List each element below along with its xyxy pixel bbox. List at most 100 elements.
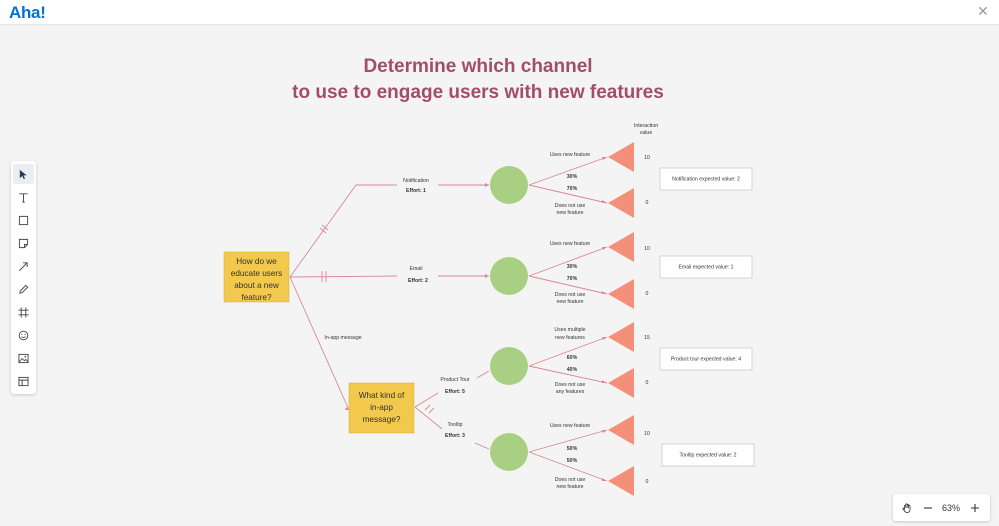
- product-tour-down-label-1: Does not use: [555, 382, 586, 388]
- product-tour-effort: Effort: 5: [445, 389, 465, 395]
- expected-boxes: [659, 167, 755, 467]
- title-line-2: to use to engage users with new features: [292, 82, 664, 103]
- close-icon[interactable]: ✕: [977, 3, 989, 19]
- smiley-icon: [18, 330, 29, 340]
- tooltip-down-label-1: Does not use: [555, 477, 586, 483]
- select-tool[interactable]: [13, 164, 34, 184]
- notification-down-value: 0: [646, 200, 649, 206]
- zoom-in-button[interactable]: [968, 498, 982, 517]
- expected-box-notification: [659, 167, 753, 191]
- email-down-label-1: Does not use: [555, 292, 586, 298]
- frame-icon: [18, 306, 29, 318]
- notification-name: Notification: [403, 178, 429, 184]
- tooltip-down-value: 0: [646, 479, 649, 485]
- template-icon: [18, 376, 29, 386]
- sticky-note-icon: [18, 238, 29, 248]
- pen-tool[interactable]: [13, 279, 34, 299]
- email-up-pct: 30%: [567, 264, 578, 270]
- zoom-control: 63%: [893, 494, 990, 521]
- product-tour-up-label-2: new features: [555, 335, 585, 341]
- notification-up-pct: 30%: [567, 174, 578, 180]
- tooltip-name: Tooltip: [448, 422, 463, 428]
- outcome-notification-up: [608, 142, 634, 172]
- email-down-value: 0: [646, 291, 649, 297]
- image-icon: [18, 353, 29, 363]
- minus-icon: [924, 506, 932, 509]
- zoom-level: 63%: [941, 502, 960, 513]
- hand-icon[interactable]: [898, 498, 916, 517]
- arrow-icon: [19, 261, 28, 271]
- outcome-email-up: [608, 232, 634, 262]
- plus-icon: [971, 503, 979, 512]
- aha-logo[interactable]: Aha!: [9, 3, 46, 22]
- product-tour-down-value: 0: [646, 380, 649, 386]
- root-note-line-1: How do we: [236, 257, 277, 266]
- sub-sticky-note: [348, 382, 415, 434]
- top-bar: Aha! ✕: [0, 0, 999, 25]
- emoji-tool[interactable]: [13, 325, 34, 345]
- outcome-tooltip-down: [608, 466, 634, 496]
- pencil-icon: [19, 284, 29, 294]
- diagram-title: Determine which channel to use to engage…: [240, 54, 716, 106]
- sticky-note-tool[interactable]: [13, 233, 34, 253]
- chance-node-product-tour: [490, 347, 528, 385]
- email-down-label-2: new feature: [556, 299, 583, 305]
- cursor-icon: [19, 169, 27, 179]
- arrowheads: [345, 157, 607, 481]
- chance-node-notification: [490, 166, 528, 204]
- sub-note-line-3: message?: [363, 415, 401, 424]
- tooltip-up-value: 10: [644, 431, 650, 437]
- notification-down-pct: 70%: [567, 186, 578, 192]
- shape-tool[interactable]: [13, 210, 34, 230]
- outcome-tour-down: [608, 368, 634, 398]
- arrow-tool[interactable]: [13, 256, 34, 276]
- frame-tool[interactable]: [13, 302, 34, 322]
- interaction-header-1: Interaction: [634, 123, 658, 129]
- email-name: Email: [410, 266, 423, 272]
- tooltip-down-pct: 50%: [567, 458, 578, 464]
- interaction-header-2: value: [640, 130, 653, 136]
- tooltip-up-pct: 50%: [567, 446, 578, 452]
- product-tour-up-pct: 60%: [567, 355, 578, 361]
- template-tool[interactable]: [13, 371, 34, 391]
- title-line-1: Determine which channel: [363, 56, 593, 77]
- notification-expected: Notification expected value: 2: [672, 177, 740, 183]
- notification-down-label-1: Does not use: [555, 203, 586, 209]
- root-note-line-3: about a new: [234, 281, 279, 290]
- product-tour-expected: Product tour expected value: 4: [671, 357, 741, 363]
- email-expected: Email expected value: 1: [678, 265, 733, 271]
- chance-node-email: [490, 257, 528, 295]
- email-up-value: 10: [644, 246, 650, 252]
- expected-box-email: [659, 255, 753, 279]
- outcome-tooltip-up: [608, 415, 634, 445]
- expected-box-product-tour: [659, 347, 753, 371]
- email-down-pct: 70%: [567, 276, 578, 282]
- tooltip-effort: Effort: 3: [445, 433, 465, 439]
- email-effort: Effort: 2: [408, 278, 428, 284]
- sub-note-line-1: What kind of: [359, 391, 405, 400]
- chance-nodes: [490, 166, 528, 471]
- text-tool[interactable]: [13, 187, 34, 207]
- notification-down-label-2: new feature: [556, 210, 583, 216]
- root-note-line-2: educate users: [231, 269, 282, 278]
- outcome-nodes: [608, 142, 634, 496]
- outcome-notification-down: [608, 188, 634, 218]
- root-sticky-note: [223, 251, 290, 303]
- product-tour-down-label-2: any features: [556, 389, 585, 395]
- expected-box-tooltip: [661, 443, 755, 467]
- sub-note-line-2: in-app: [370, 403, 393, 412]
- notification-effort: Effort: 1: [406, 188, 426, 194]
- image-tool[interactable]: [13, 348, 34, 368]
- product-tour-down-pct: 40%: [567, 367, 578, 373]
- connector-lines: [289, 156, 608, 482]
- notification-up-value: 10: [644, 155, 650, 161]
- root-note-line-4: feature?: [241, 293, 271, 302]
- zoom-out-button[interactable]: [921, 498, 935, 517]
- notification-up-label: Uses new feature: [550, 152, 590, 158]
- tooltip-down-label-2: new feature: [556, 484, 583, 490]
- tooltip-expected: Tooltip expected value: 2: [679, 453, 736, 459]
- inapp-label: In-app message: [324, 335, 361, 341]
- text-icon: [19, 192, 28, 203]
- outcome-tour-up: [608, 322, 634, 352]
